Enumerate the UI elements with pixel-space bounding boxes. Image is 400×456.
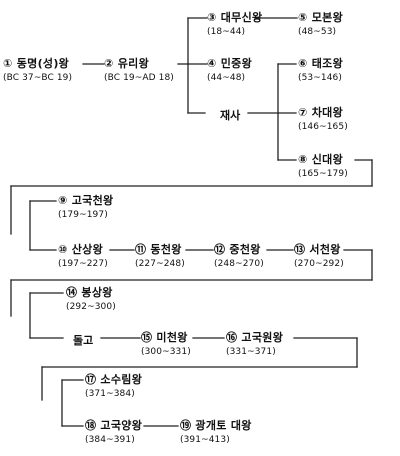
- king-period: (44~48): [207, 73, 246, 83]
- king-period: (292~300): [66, 302, 116, 312]
- king-period: (371~384): [85, 389, 135, 399]
- king-node-yuri: ② 유리왕 (BC 19~AD 18): [104, 58, 174, 83]
- king-name: ⑤ 모본왕: [298, 11, 344, 24]
- king-period: (146~165): [298, 122, 348, 132]
- king-name: ④ 민중왕: [207, 57, 253, 70]
- king-period: (331~371): [226, 347, 276, 357]
- king-name: ③ 대무신왕: [207, 11, 263, 24]
- king-name: ⑫ 중천왕: [214, 243, 261, 256]
- king-node-dongmyeong: ① 동명(성)왕 (BC 37~BC 19): [3, 58, 72, 83]
- king-node-dongcheon: ⑪ 동천왕 (227~248): [135, 244, 185, 269]
- king-node-gogugyang: ⑱ 고국양왕 (384~391): [85, 420, 142, 445]
- king-node-sosurim: ⑰ 소수림왕 (371~384): [85, 374, 142, 399]
- king-node-taejo: ⑥ 태조왕 (53~146): [298, 58, 343, 83]
- king-name: ⑱ 고국양왕: [85, 419, 143, 432]
- king-node-micheon: ⑮ 미천왕 (300~331): [141, 332, 191, 357]
- king-name: ⑭ 봉상왕: [66, 286, 113, 299]
- king-period: (18~44): [207, 27, 246, 37]
- king-name: ① 동명(성)왕: [3, 57, 70, 70]
- king-name: ⑬ 서천왕: [294, 243, 341, 256]
- king-period: (300~331): [141, 347, 191, 357]
- king-node-daemusin: ③ 대무신왕 (18~44): [207, 12, 262, 37]
- king-node-seocheon: ⑬ 서천왕 (270~292): [294, 244, 344, 269]
- king-name: ⑮ 미천왕: [141, 331, 188, 344]
- king-node-bongsang: ⑭ 봉상왕 (292~300): [66, 287, 116, 312]
- king-node-gwanggaeto: ⑲ 광개토 대왕 (391~413): [180, 420, 252, 445]
- king-name: ② 유리왕: [104, 57, 150, 70]
- king-period: (BC 19~AD 18): [104, 73, 174, 83]
- king-name: ⑧ 신대왕: [298, 153, 344, 166]
- king-period: (391~413): [180, 435, 230, 445]
- king-period: (248~270): [214, 259, 264, 269]
- king-node-gogugwon: ⑯ 고국원왕 (331~371): [226, 332, 283, 357]
- king-node-sansang: ⑩ 산상왕 (197~227): [58, 244, 108, 269]
- label-jaesa: 재사: [220, 109, 241, 122]
- king-period: (165~179): [298, 169, 348, 179]
- king-name: ⑨ 고국천왕: [58, 194, 114, 207]
- king-period: (48~53): [298, 27, 337, 37]
- king-period: (BC 37~BC 19): [3, 73, 73, 83]
- king-node-sindae: ⑧ 신대왕 (165~179): [298, 154, 348, 179]
- label-dolgo: 돌고: [73, 334, 94, 347]
- king-period: (227~248): [135, 259, 185, 269]
- king-period: (53~146): [298, 73, 342, 83]
- king-node-gogukcheon: ⑨ 고국천왕 (179~197): [58, 195, 113, 220]
- king-period: (179~197): [58, 210, 108, 220]
- king-name: ⑲ 광개토 대왕: [180, 419, 252, 432]
- king-name: ⑩ 산상왕: [58, 243, 104, 256]
- king-period: (197~227): [58, 259, 108, 269]
- king-name: ⑪ 동천왕: [135, 243, 182, 256]
- king-node-chadae: ⑦ 차대왕 (146~165): [298, 107, 348, 132]
- king-name: ⑰ 소수림왕: [85, 373, 143, 386]
- king-node-jungcheon: ⑫ 중천왕 (248~270): [214, 244, 264, 269]
- king-node-mobon: ⑤ 모본왕 (48~53): [298, 12, 343, 37]
- king-node-minjung: ④ 민중왕 (44~48): [207, 58, 252, 83]
- king-name: ⑦ 차대왕: [298, 106, 344, 119]
- king-name: ⑥ 태조왕: [298, 57, 344, 70]
- king-name: ⑯ 고국원왕: [226, 331, 284, 344]
- king-period: (384~391): [85, 435, 135, 445]
- king-period: (270~292): [294, 259, 344, 269]
